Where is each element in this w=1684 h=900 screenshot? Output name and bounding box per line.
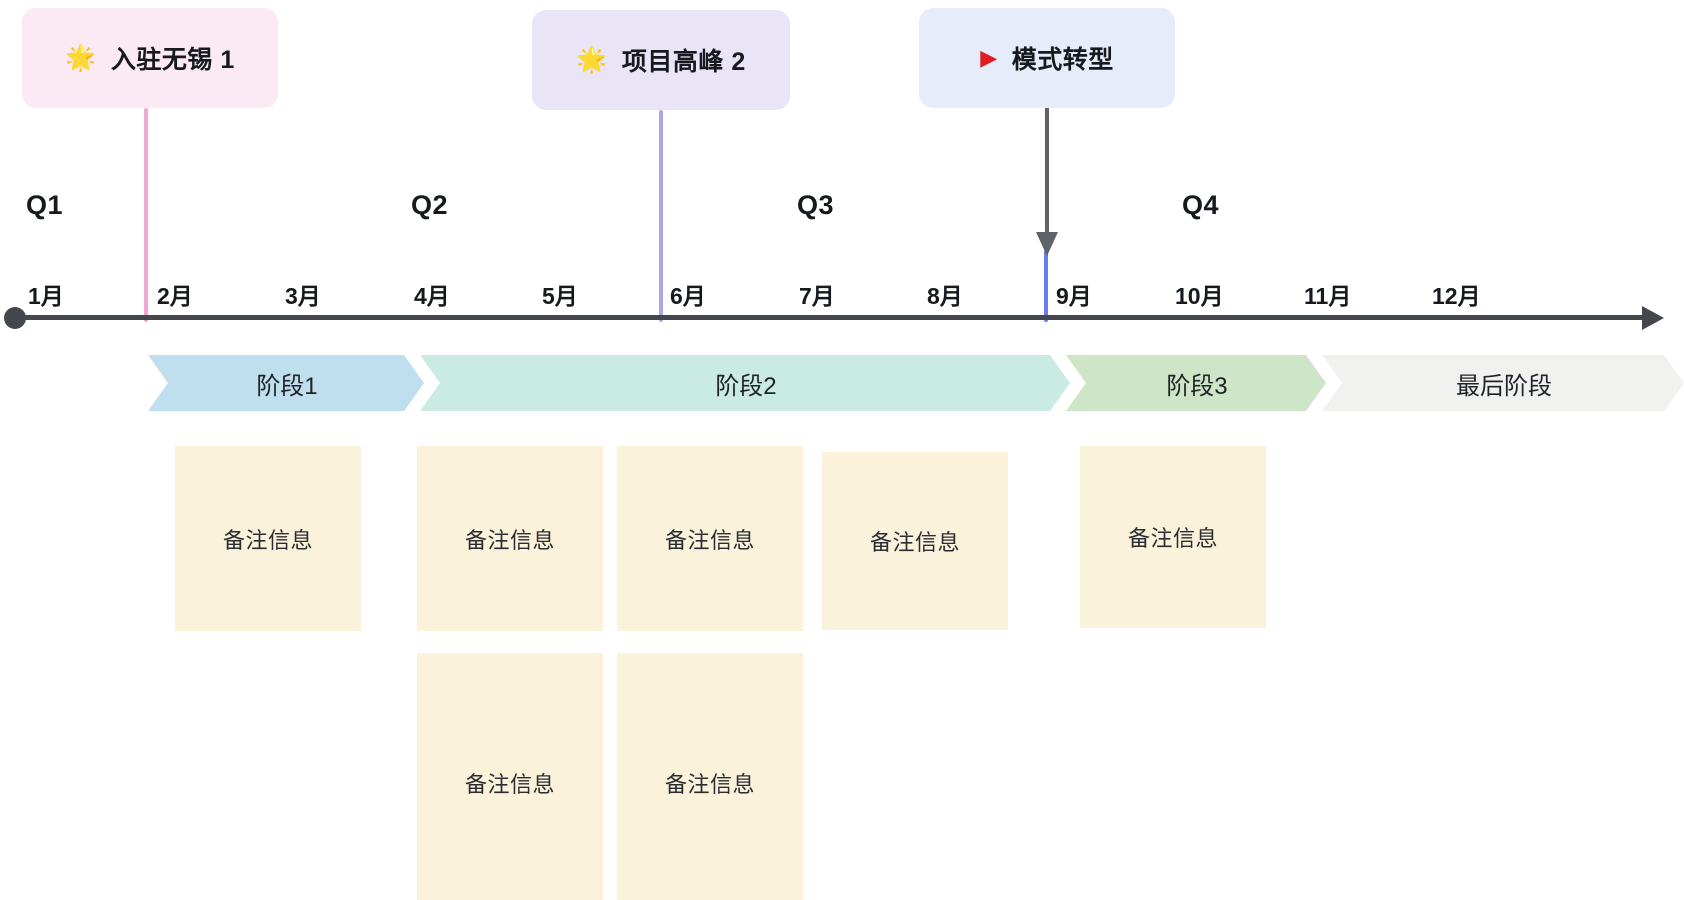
- milestone-label-1: 入驻无锡 1: [110, 46, 235, 74]
- month-label-10: 10月: [1175, 283, 1224, 309]
- flag-icon: ▶: [980, 45, 998, 70]
- phase-band: 阶段1 阶段2 阶段3 最后阶段: [0, 355, 1684, 411]
- month-label-7: 7月: [799, 283, 835, 309]
- phase-label-3-wrap[interactable]: 阶段3: [1086, 355, 1308, 411]
- month-label-5: 5月: [542, 283, 578, 309]
- note-card[interactable]: 备注信息: [175, 446, 361, 631]
- quarter-label-q3: Q3: [797, 190, 835, 220]
- star-icon: 🌟: [65, 43, 97, 72]
- phase-label-1: 阶段1: [256, 372, 318, 400]
- note-card[interactable]: 备注信息: [617, 446, 803, 631]
- month-label-9: 9月: [1056, 283, 1092, 309]
- note-label: 备注信息: [664, 772, 755, 797]
- phase-label-2: 阶段2: [715, 372, 777, 400]
- note-card[interactable]: 备注信息: [417, 653, 603, 900]
- axis-end-arrow-icon: [1642, 306, 1664, 330]
- phase-shape-1: [148, 355, 424, 411]
- note-label: 备注信息: [1127, 526, 1218, 551]
- month-label-1: 1月: [28, 283, 64, 309]
- note-card[interactable]: 备注信息: [822, 452, 1008, 630]
- milestone-connector-3: [1044, 250, 1048, 322]
- month-label-2: 2月: [157, 283, 193, 309]
- month-label-11: 11月: [1304, 283, 1352, 309]
- milestone-connector-2: [659, 110, 663, 322]
- note-label: 备注信息: [464, 772, 555, 797]
- milestone-connector-1: [144, 108, 148, 322]
- month-label-12: 12月: [1432, 283, 1481, 309]
- axis-line: [14, 315, 1644, 320]
- milestone-card-2[interactable]: 🌟 项目高峰 2: [532, 10, 790, 110]
- phase-shape-3: [1066, 355, 1326, 411]
- quarter-label-q2: Q2: [411, 190, 449, 220]
- phase-label-4-wrap[interactable]: 最后阶段: [1342, 355, 1666, 411]
- phase-label-1-wrap[interactable]: 阶段1: [168, 355, 406, 411]
- note-label: 备注信息: [664, 527, 755, 553]
- month-label-4: 4月: [414, 283, 450, 309]
- star-icon: 🌟: [576, 45, 608, 74]
- phase-label-4: 最后阶段: [1456, 372, 1552, 400]
- month-label-6: 6月: [670, 283, 706, 309]
- milestone-card-3[interactable]: ▶ 模式转型: [919, 8, 1175, 108]
- milestone-label-2: 项目高峰 2: [621, 48, 746, 76]
- phase-label-2-wrap[interactable]: 阶段2: [440, 355, 1052, 411]
- milestone-label-3: 模式转型: [1011, 46, 1114, 74]
- note-label: 备注信息: [222, 527, 313, 553]
- note-card[interactable]: 备注信息: [417, 446, 603, 631]
- phase-shape-2: [420, 355, 1070, 411]
- note-card[interactable]: 备注信息: [1080, 446, 1266, 628]
- note-label: 备注信息: [464, 527, 555, 553]
- quarter-label-q4: Q4: [1182, 190, 1220, 220]
- milestone-arrow-icon: [1036, 106, 1058, 256]
- note-card[interactable]: 备注信息: [617, 653, 803, 900]
- month-label-8: 8月: [927, 283, 963, 309]
- note-label: 备注信息: [869, 530, 960, 555]
- quarter-label-q1: Q1: [26, 190, 64, 220]
- phase-label-3: 阶段3: [1166, 372, 1228, 400]
- phase-shape-4: [1322, 355, 1684, 411]
- milestone-card-1[interactable]: 🌟 入驻无锡 1: [22, 8, 278, 108]
- month-label-3: 3月: [285, 283, 321, 309]
